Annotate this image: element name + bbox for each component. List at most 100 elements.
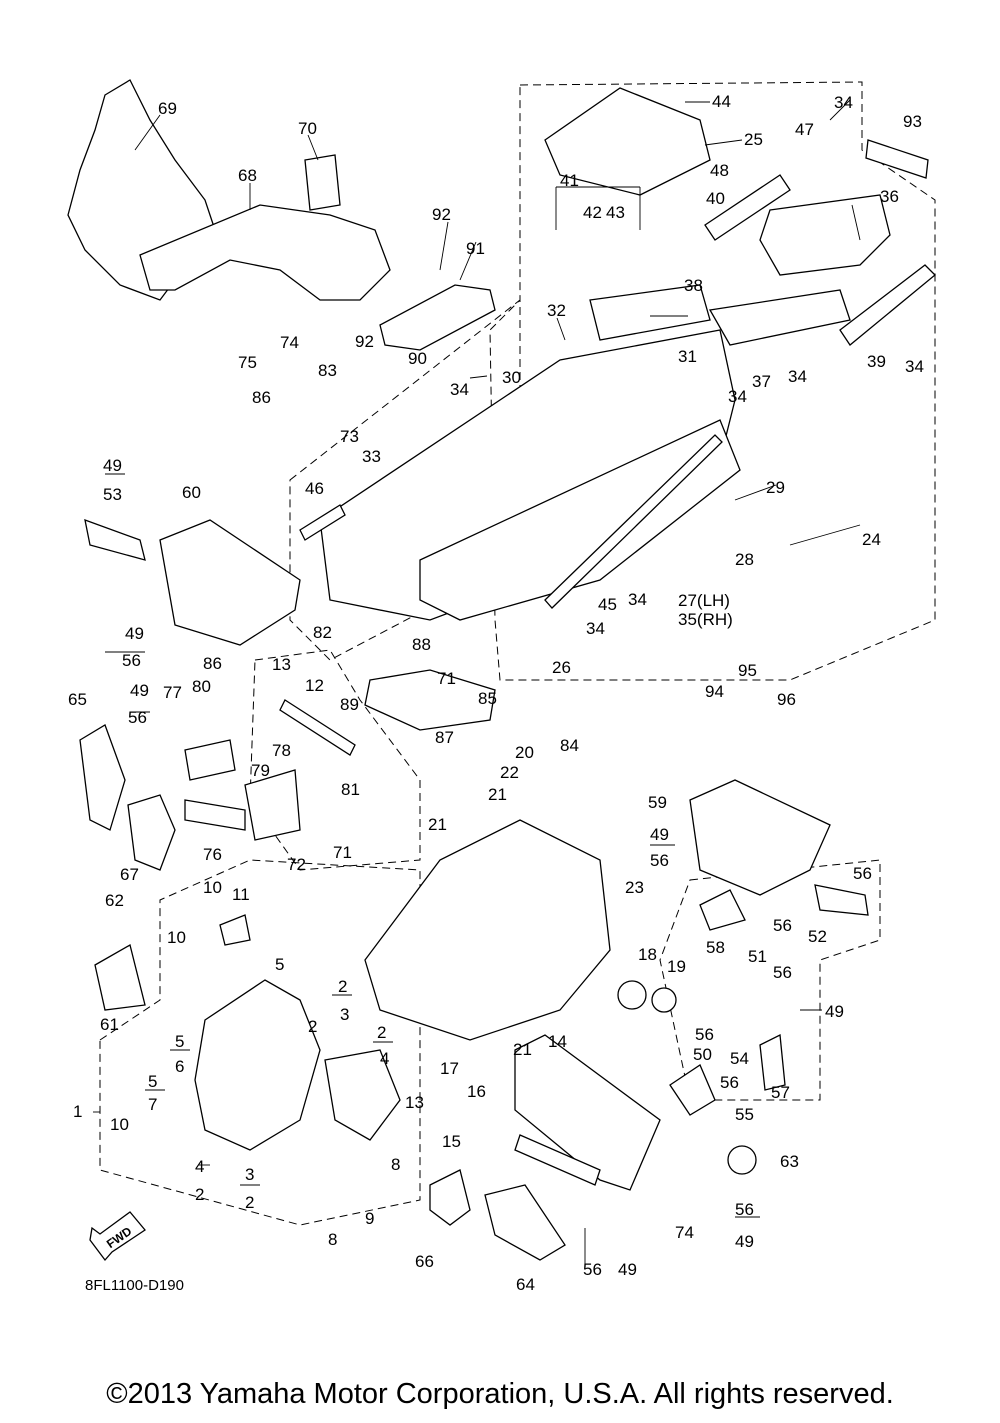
callout-34a: 34	[450, 380, 469, 399]
callout-13b: 13	[405, 1093, 424, 1112]
callout-8b: 8	[328, 1230, 337, 1249]
callout-92b: 92	[355, 332, 374, 351]
bracket-79	[184, 739, 236, 781]
callout-2b: 2	[308, 1017, 317, 1036]
group-boundary-rear-frame	[489, 81, 936, 681]
callout-21b: 21	[428, 815, 447, 834]
group-boundary-steering	[249, 649, 421, 871]
callout-85: 85	[478, 689, 497, 708]
callout-52: 52	[808, 927, 827, 946]
plate-87	[364, 669, 496, 731]
callout-19: 19	[667, 957, 686, 976]
cover-91	[379, 284, 496, 351]
callout-14: 14	[548, 1032, 567, 1051]
callout-56h: 56	[773, 963, 792, 982]
ring-19	[651, 987, 677, 1013]
bracket-76	[184, 799, 246, 831]
callout-91: 91	[466, 239, 485, 258]
fwd-arrow-icon	[89, 1211, 146, 1262]
cooler-14	[514, 1034, 661, 1191]
callout-79: 79	[251, 761, 270, 780]
callout-38: 38	[684, 276, 703, 295]
callout-63: 63	[780, 1152, 799, 1171]
callout-49e: 49	[735, 1232, 754, 1251]
callout-25: 25	[744, 130, 763, 149]
callout-56f: 56	[853, 864, 872, 883]
callout-56e: 56	[650, 851, 669, 870]
callout-30: 30	[502, 368, 521, 387]
callout-10a: 10	[203, 878, 222, 897]
callout-90: 90	[408, 349, 427, 368]
callout-34c: 34	[788, 367, 807, 386]
callout-39: 39	[867, 352, 886, 371]
pulley-63	[727, 1145, 757, 1175]
callout-56j: 56	[720, 1073, 739, 1092]
cover-64	[484, 1184, 566, 1261]
callout-66: 66	[415, 1252, 434, 1271]
callout-56g: 56	[773, 916, 792, 935]
cover-66	[429, 1169, 471, 1226]
copyright-notice: ©2013 Yamaha Motor Corporation, U.S.A. A…	[106, 1378, 894, 1410]
tunnel-side-panel	[419, 419, 741, 621]
front-frame-1	[194, 979, 321, 1151]
callout-93: 93	[903, 112, 922, 131]
callout-3b: 3	[245, 1165, 254, 1184]
callout-13a: 13	[272, 655, 291, 674]
bracket-52	[814, 884, 869, 916]
callout-43: 43	[606, 203, 625, 222]
callout-86b: 86	[203, 654, 222, 673]
callout-89: 89	[340, 695, 359, 714]
callout-5a: 5	[275, 955, 284, 974]
bracket-54	[669, 1064, 716, 1116]
callout-48: 48	[710, 161, 729, 180]
callout-21a: 21	[488, 785, 507, 804]
callout-4b: 4	[195, 1157, 204, 1176]
diagram-code: 8FL1100-D190	[85, 1277, 184, 1294]
callout-16: 16	[467, 1082, 486, 1101]
rail-38	[589, 284, 711, 341]
callout-60: 60	[182, 483, 201, 502]
callout-45: 45	[598, 595, 617, 614]
callout-61: 61	[100, 1015, 119, 1034]
callout-76: 76	[203, 845, 222, 864]
callout-8a: 8	[391, 1155, 400, 1174]
callout-74b: 74	[675, 1223, 694, 1242]
callout-75: 75	[238, 353, 257, 372]
callout-17: 17	[440, 1059, 459, 1078]
callout-51: 51	[748, 947, 767, 966]
chassis-cradle	[364, 819, 611, 1041]
callout-82: 82	[313, 623, 332, 642]
callout-1: 1	[73, 1102, 82, 1121]
bracket-70	[304, 154, 341, 211]
callout-78: 78	[272, 741, 291, 760]
callout-23: 23	[625, 878, 644, 897]
steering-post-12	[279, 699, 356, 756]
callout-56d: 56	[735, 1200, 754, 1219]
rail-37	[708, 289, 851, 346]
callout-49d: 49	[618, 1260, 637, 1279]
callout-34g: 34	[586, 619, 605, 638]
callout-31: 31	[678, 347, 697, 366]
callout-69: 69	[158, 99, 177, 118]
callout-64: 64	[516, 1275, 535, 1294]
callout-12: 12	[305, 676, 324, 695]
callout-34d: 34	[905, 357, 924, 376]
callout-88: 88	[412, 635, 431, 654]
callout-37: 37	[752, 372, 771, 391]
callout-49c: 49	[130, 681, 149, 700]
callout-28: 28	[735, 550, 754, 569]
callout-57: 57	[771, 1083, 790, 1102]
callout-20: 20	[515, 743, 534, 762]
callout-49b: 49	[125, 624, 144, 643]
callout-33: 33	[362, 447, 381, 466]
group-boundary-rear-bracket	[659, 859, 881, 1101]
callout-34f: 34	[628, 590, 647, 609]
bracket-11	[219, 914, 251, 946]
callout-21c: 21	[513, 1040, 532, 1059]
callout-87: 87	[435, 728, 454, 747]
callout-71b: 71	[333, 843, 352, 862]
callout-2e: 2	[245, 1193, 254, 1212]
callout-42: 42	[583, 203, 602, 222]
plate-93	[865, 139, 929, 179]
callout-81: 81	[341, 780, 360, 799]
